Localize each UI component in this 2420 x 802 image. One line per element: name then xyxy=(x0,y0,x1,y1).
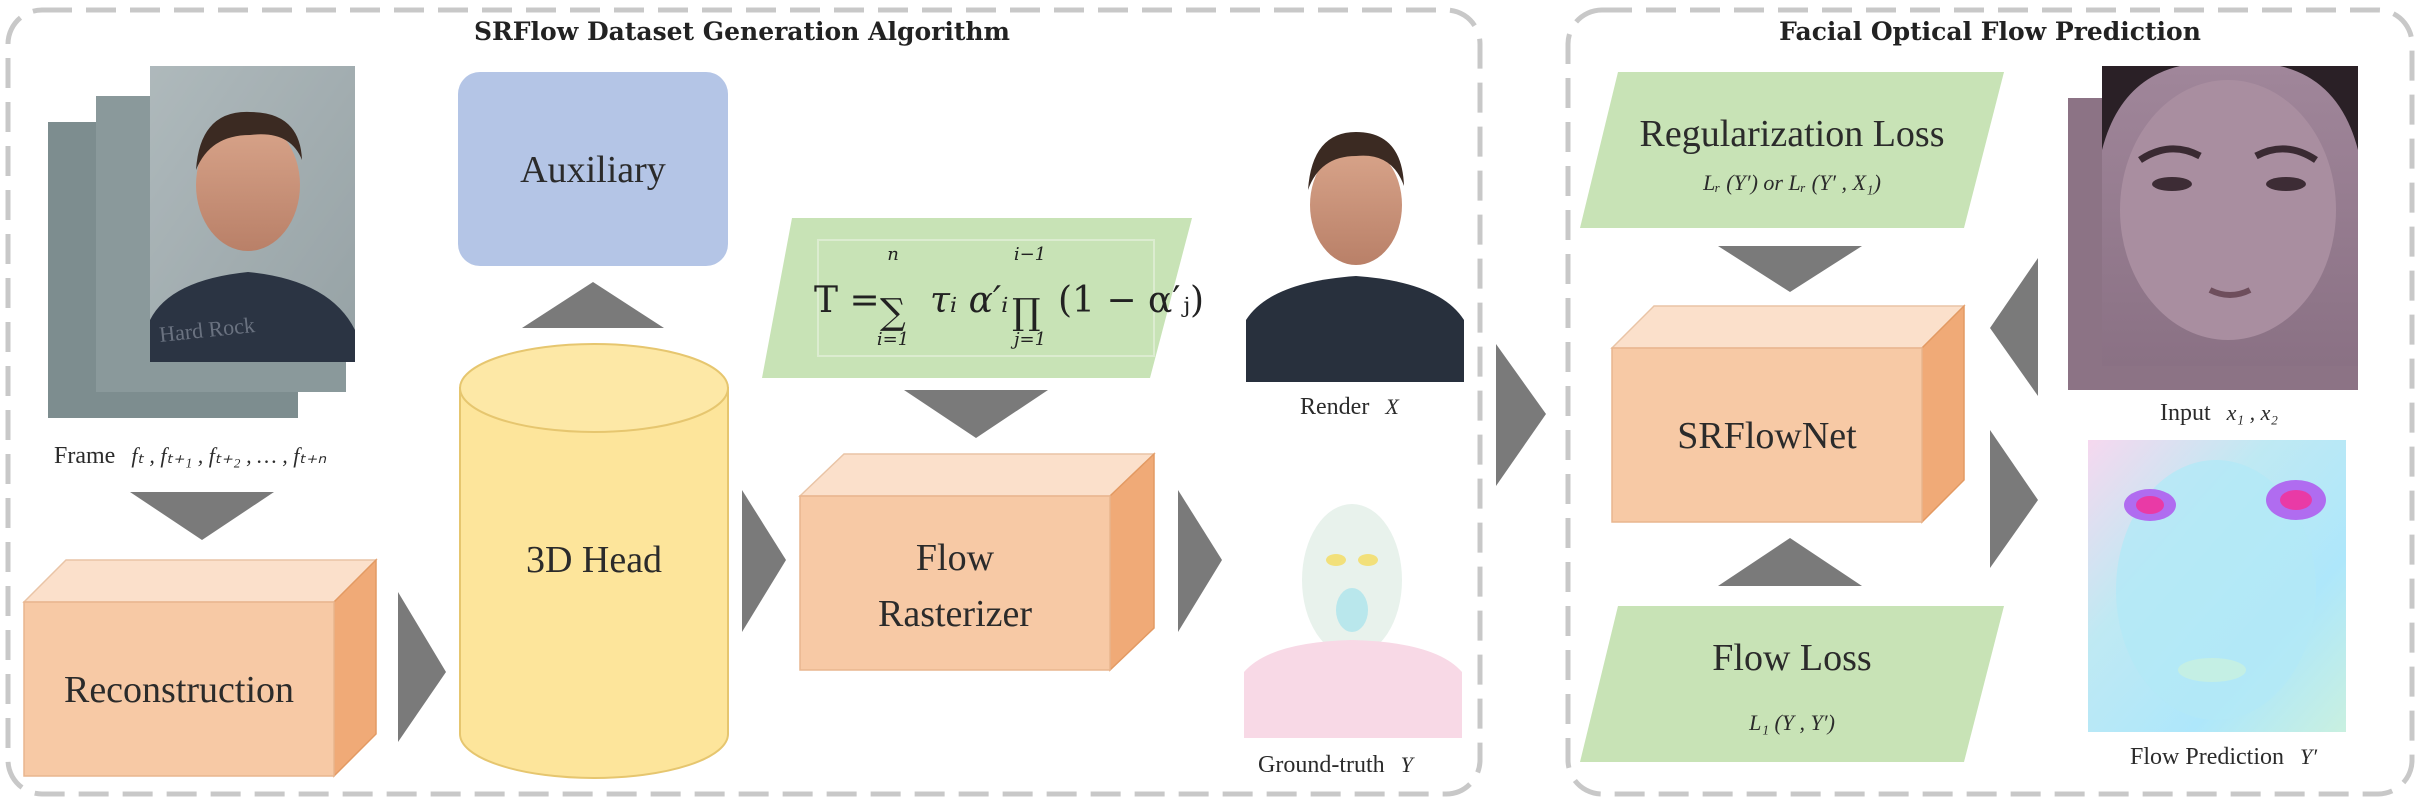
arrow-right-head xyxy=(742,490,786,632)
arrow-down-equation xyxy=(904,390,1048,438)
equation-factor: (1 − α′ⱼ) xyxy=(1058,280,1204,321)
frame-label: Frame xyxy=(54,443,115,469)
srflownet-block: SRFlowNet xyxy=(1610,304,1966,524)
prod-lower: j=1 xyxy=(1010,329,1046,350)
ground-truth-caption: Ground-truth Y xyxy=(1258,752,1416,778)
sum-upper: n xyxy=(887,244,899,265)
render-label: Render xyxy=(1300,394,1369,420)
arrow-left-input xyxy=(1990,258,2038,396)
flow-rasterizer-label-2: Rasterizer xyxy=(878,593,1032,635)
arrow-up-auxiliary xyxy=(522,282,664,328)
input-var: x₁ , x₂ xyxy=(2226,400,2279,425)
frame-caption: Frame fₜ , fₜ₊₁ , fₜ₊₂ , … , fₜ₊ₙ xyxy=(54,443,326,469)
reconstruction-label: Reconstruction xyxy=(64,669,294,711)
arrow-up-flow-loss xyxy=(1718,538,1862,586)
sum-lower: i=1 xyxy=(877,329,909,350)
left-panel-frame xyxy=(5,7,1483,797)
head3d-label: 3D Head xyxy=(526,539,662,581)
render-var: X xyxy=(1384,394,1400,419)
auxiliary-label: Auxiliary xyxy=(520,149,666,191)
render-image xyxy=(1246,126,1464,382)
arrows xyxy=(130,246,2038,742)
arrow-down-frames xyxy=(130,492,274,540)
equation-term: τᵢ α′ᵢ xyxy=(930,280,1008,321)
flow-prediction-label: Flow Prediction xyxy=(2130,744,2284,770)
regularization-loss-label: Regularization Loss xyxy=(1640,113,1945,155)
input-image-stack xyxy=(2068,66,2358,390)
head3d-block: 3D Head xyxy=(459,343,729,779)
frame-stack-image: Hard Rock xyxy=(48,66,355,418)
sum-symbol: ∑ xyxy=(880,292,906,333)
product-symbol: ∏ xyxy=(1012,292,1041,333)
right-panel-title: Facial Optical Flow Prediction xyxy=(1779,17,2201,46)
render-caption: Render X xyxy=(1300,394,1400,420)
input-label: Input xyxy=(2160,400,2211,426)
flow-prediction-var: Y′ xyxy=(2300,744,2318,769)
regularization-loss-block: Regularization Loss Lᵣ (Y′) or Lᵣ (Y′ , … xyxy=(1580,72,2004,228)
flow-prediction-image xyxy=(2088,440,2346,732)
flow-loss-block: Flow Loss L₁ (Y , Y′) xyxy=(1580,606,2004,762)
flow-loss-label: Flow Loss xyxy=(1712,637,1871,679)
right-panel-frame xyxy=(1565,7,2415,797)
prod-upper: i−1 xyxy=(1014,244,1046,265)
flow-loss-formula: L₁ (Y , Y′) xyxy=(1748,710,1835,735)
input-caption: Input x₁ , x₂ xyxy=(2160,400,2278,426)
equation-lhs: T = xyxy=(814,280,880,321)
left-panel-title: SRFlow Dataset Generation Algorithm xyxy=(474,17,1010,46)
arrow-down-reg-loss xyxy=(1718,246,1862,292)
frame-sequence: fₜ , fₜ₊₁ , fₜ₊₂ , … , fₜ₊ₙ xyxy=(131,443,326,468)
arrow-right-reconstruction xyxy=(398,592,446,742)
arrow-right-prediction xyxy=(1990,430,2038,568)
regularization-loss-formula: Lᵣ (Y′) or Lᵣ (Y′ , X₁) xyxy=(1702,170,1881,195)
reconstruction-block: Reconstruction xyxy=(22,558,378,778)
arrow-right-rasterizer xyxy=(1178,490,1222,632)
auxiliary-block: Auxiliary xyxy=(458,72,728,266)
arrow-right-panels xyxy=(1496,344,1546,486)
ground-truth-label: Ground-truth xyxy=(1258,752,1385,778)
equation-block: T = ∑ n i=1 τᵢ α′ᵢ ∏ i−1 j=1 (1 − α′ⱼ) xyxy=(762,218,1204,378)
flow-rasterizer-block: Flow Rasterizer xyxy=(798,452,1156,672)
flow-prediction-caption: Flow Prediction Y′ xyxy=(2130,744,2318,770)
ground-truth-var: Y xyxy=(1401,752,1416,777)
ground-truth-image xyxy=(1244,482,1462,738)
flow-rasterizer-label-1: Flow xyxy=(916,537,995,579)
srflownet-label: SRFlowNet xyxy=(1677,415,1857,457)
